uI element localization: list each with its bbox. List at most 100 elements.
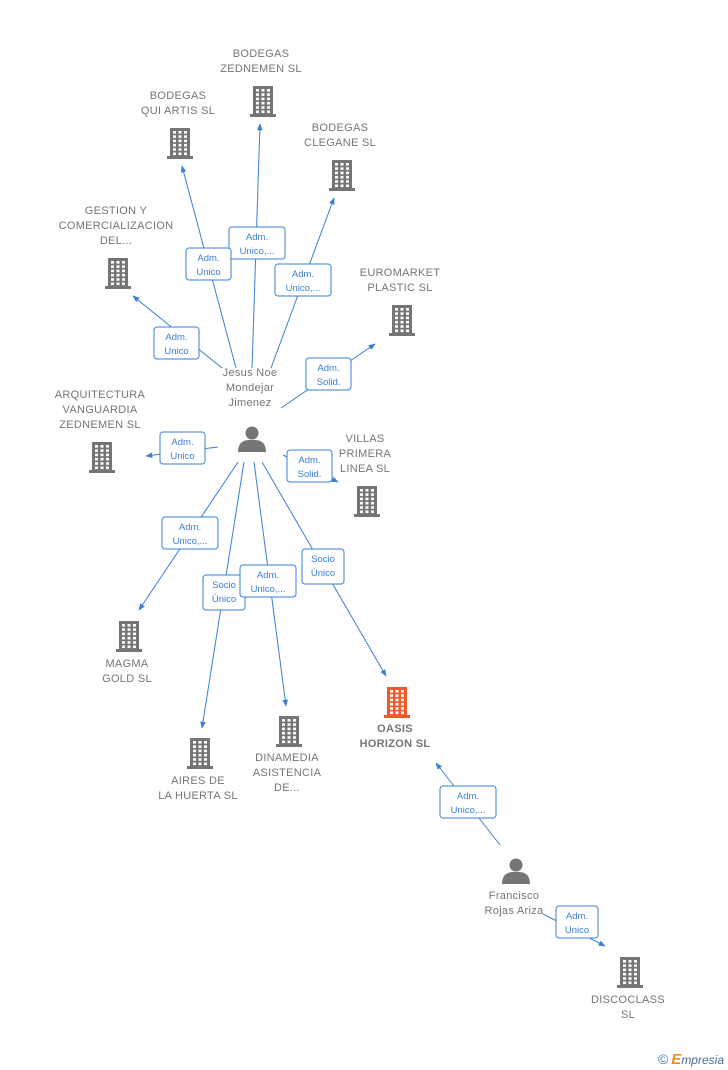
person-jesus-label-line: Jesus Noe: [223, 367, 278, 379]
person-francisco-label-line: Francisco: [489, 890, 539, 902]
edge-label-text: Unico: [196, 267, 220, 278]
company-node-dinamedia[interactable]: DINAMEDIAASISTENCIADE...: [253, 716, 322, 794]
company-node-euromarket[interactable]: EUROMARKET PLASTIC SL: [360, 267, 441, 336]
edge-label-jesus-quiartis[interactable]: Adm. Unico: [185, 247, 232, 281]
company-node-discoclass[interactable]: DISCOCLASS SL: [591, 957, 665, 1021]
building-icon: [354, 486, 380, 517]
edge-label-text: Unico,...: [286, 283, 321, 294]
edge-label-text: Unico: [164, 346, 188, 357]
empresia-footer[interactable]: ©Empresia: [658, 1051, 724, 1068]
edge-label-text: Adm.: [317, 363, 339, 374]
edge-label-jesus-euromarket[interactable]: Adm. Solid.: [305, 357, 352, 391]
company-clegane-label-line: BODEGAS: [312, 122, 369, 134]
building-icon: [89, 442, 115, 473]
copyright-icon: ©: [657, 1051, 669, 1067]
edge-label-text: Adm.: [257, 570, 279, 581]
company-arquitectura-label-line: ARQUITECTURA: [55, 389, 146, 401]
company-node-magma[interactable]: MAGMA GOLD SL: [102, 621, 152, 685]
edge-label-text: Unico,...: [173, 536, 208, 547]
person-francisco-label-line: Rojas Ariza: [485, 905, 545, 917]
edge-label-text: Único: [311, 568, 335, 579]
edge-label-jesus-arquitectura[interactable]: Adm. Unico: [159, 431, 206, 465]
building-icon: [276, 716, 302, 747]
edge-label-jesus-villas[interactable]: Adm. Solid.: [286, 449, 333, 483]
company-villas-label-line: VILLAS: [345, 433, 384, 445]
edge-label-text: Socio: [311, 554, 335, 565]
company-clegane-label-line: CLEGANE SL: [304, 137, 376, 149]
company-euromarket-label-line: EUROMARKET: [360, 267, 441, 279]
edge-label-box: [305, 357, 352, 391]
edge-label-box: [555, 905, 599, 939]
edge-label-francisco-oasis[interactable]: Adm.Unico,...: [439, 785, 497, 819]
empresia-logo-text: mpresia: [681, 1053, 724, 1067]
company-zednemen-label-line: ZEDNEMEN SL: [220, 63, 302, 75]
edge-label-text: Unico: [170, 451, 194, 462]
edge-label-text: Unico,...: [240, 246, 275, 257]
edge-label-text: Solid.: [317, 377, 341, 388]
company-node-gestion[interactable]: GESTION Y COMERCIALIZACION DEL...: [59, 205, 174, 289]
edge-label-text: Adm.: [292, 269, 314, 280]
edge-label-jesus-gestion[interactable]: Adm. Unico: [153, 326, 200, 360]
building-icon: [167, 128, 193, 159]
company-dinamedia-label-line: DINAMEDIA: [255, 752, 319, 764]
company-villas-label-line: LINEA SL: [340, 463, 390, 475]
building-icon: [329, 160, 355, 191]
company-gestion-label-line: DEL...: [100, 235, 132, 247]
company-euromarket-label-line: PLASTIC SL: [367, 282, 432, 294]
edge-label-text: Adm.: [457, 791, 479, 802]
edge-label-jesus-magma[interactable]: Adm. Unico,...: [161, 516, 219, 550]
person-icon: [238, 426, 266, 452]
company-discoclass-label-line: DISCOCLASS: [591, 994, 665, 1006]
edge-label-text: Socio: [212, 580, 236, 591]
company-gestion-label-line: COMERCIALIZACION: [59, 220, 174, 232]
edge-label-box: [228, 226, 286, 260]
person-jesus-label-line: Jimenez: [228, 397, 271, 409]
building-icon: [187, 738, 213, 769]
edge-label-text: Unico: [565, 925, 589, 936]
edge-label-box: [286, 449, 333, 483]
edge-label-box: [301, 548, 345, 585]
edge-label-jesus-dinamedia[interactable]: Adm. Unico,...: [239, 564, 297, 598]
person-icon: [502, 858, 530, 884]
edge-label-box: [274, 263, 332, 297]
edge-label-text: Adm.: [197, 253, 219, 264]
company-arquitectura-label-line: VANGUARDIA: [63, 404, 138, 416]
edge-label-francisco-discoclass[interactable]: Adm.Unico: [555, 905, 599, 939]
edge-label-box: [153, 326, 200, 360]
building-icon: [250, 86, 276, 117]
edge-label-box: [439, 785, 497, 819]
company-quiartis-label-line: BODEGAS: [150, 90, 207, 102]
company-oasis-label-line: OASIS: [377, 723, 413, 735]
edge-label-text: Adm.: [171, 437, 193, 448]
edge-label-text: Único: [212, 594, 236, 605]
person-jesus-label-line: Mondejar: [226, 382, 274, 394]
building-icon: [617, 957, 643, 988]
edge-label-jesus-zednemen[interactable]: Adm.Unico,...: [228, 226, 286, 260]
edge-label-text: Adm.: [165, 332, 187, 343]
edge-label-box: [161, 516, 219, 550]
edge-label-text: Unico,...: [251, 584, 286, 595]
building-icon: [389, 305, 415, 336]
company-discoclass-label-line: SL: [621, 1009, 635, 1021]
company-magma-label-line: MAGMA: [105, 658, 148, 670]
edge-label-jesus-clegane[interactable]: Adm. Unico,...: [274, 263, 332, 297]
company-magma-label-line: GOLD SL: [102, 673, 152, 685]
edge-label-text: Solid.: [298, 469, 322, 480]
edge-label-text: Adm.: [298, 455, 320, 466]
edge-label-text: Adm.: [179, 522, 201, 533]
company-node-clegane[interactable]: BODEGAS CLEGANE SL: [304, 122, 376, 191]
company-gestion-label-line: GESTION Y: [85, 205, 148, 217]
